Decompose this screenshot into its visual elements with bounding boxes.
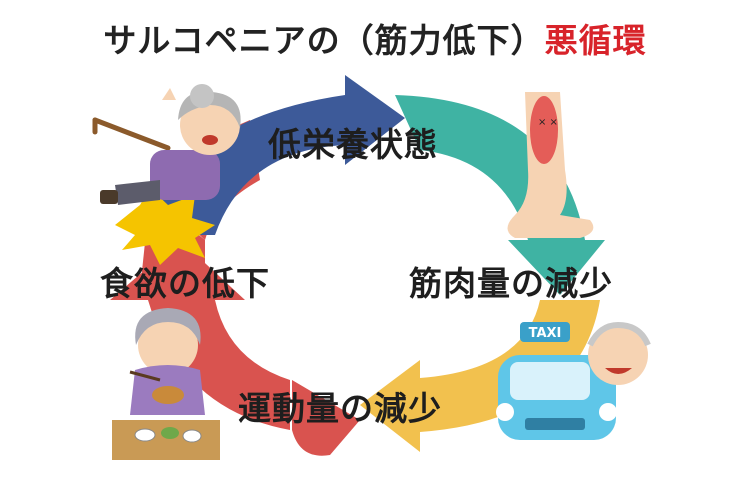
taxi-sign-text: TAXI	[529, 326, 562, 341]
muscle-pain-icon	[530, 96, 558, 164]
man-face	[588, 325, 648, 385]
falling-woman-illustration	[92, 84, 241, 265]
dish-3	[182, 429, 202, 443]
page-title: サルコペニアの（筋力低下）悪循環	[0, 14, 750, 62]
arrow-left-head	[110, 240, 245, 300]
taxi-window	[510, 362, 590, 400]
title-main: サルコペニアの（筋力低下）	[103, 21, 545, 60]
taxi-light-right	[599, 403, 617, 421]
title-highlight: 悪循環	[544, 21, 647, 60]
step-label-appetite-loss: 食欲の低下	[100, 264, 270, 303]
dish-2	[161, 427, 179, 439]
rice-bowl-icon	[152, 386, 184, 404]
step-label-malnutrition: 低栄養状態	[268, 125, 438, 164]
arrow-right	[395, 95, 605, 295]
dish-1	[134, 428, 156, 442]
eating-woman-face	[138, 315, 198, 375]
taxi-sign	[520, 322, 570, 342]
woman-bun	[190, 84, 214, 108]
woman-mouth	[202, 135, 218, 145]
woman-shoe	[100, 190, 118, 204]
table-tray	[112, 420, 220, 460]
man-mouth	[605, 368, 632, 374]
eating-woman-illustration	[112, 308, 220, 460]
taxi-illustration: TAXI	[496, 321, 651, 440]
step-label-exercise-decrease: 運動量の減少	[238, 389, 442, 428]
woman-body	[150, 150, 220, 200]
man-hair	[587, 321, 651, 347]
cane-icon	[92, 117, 171, 151]
woman-face	[180, 95, 240, 155]
leg-icon	[507, 92, 594, 238]
arrow-left-tail	[292, 380, 360, 456]
taxi-light-left	[496, 403, 514, 421]
chopsticks-icon	[129, 370, 161, 382]
eating-woman-hair	[135, 308, 201, 345]
taxi-grille	[525, 418, 585, 430]
impact-burst-icon	[115, 188, 215, 265]
woman-legs	[115, 180, 160, 205]
woman-hand	[162, 88, 176, 100]
leg-pain-illustration: × ×	[507, 92, 594, 238]
pain-mark: × ×	[538, 117, 558, 128]
step-label-muscle-loss: 筋肉量の減少	[409, 264, 613, 303]
